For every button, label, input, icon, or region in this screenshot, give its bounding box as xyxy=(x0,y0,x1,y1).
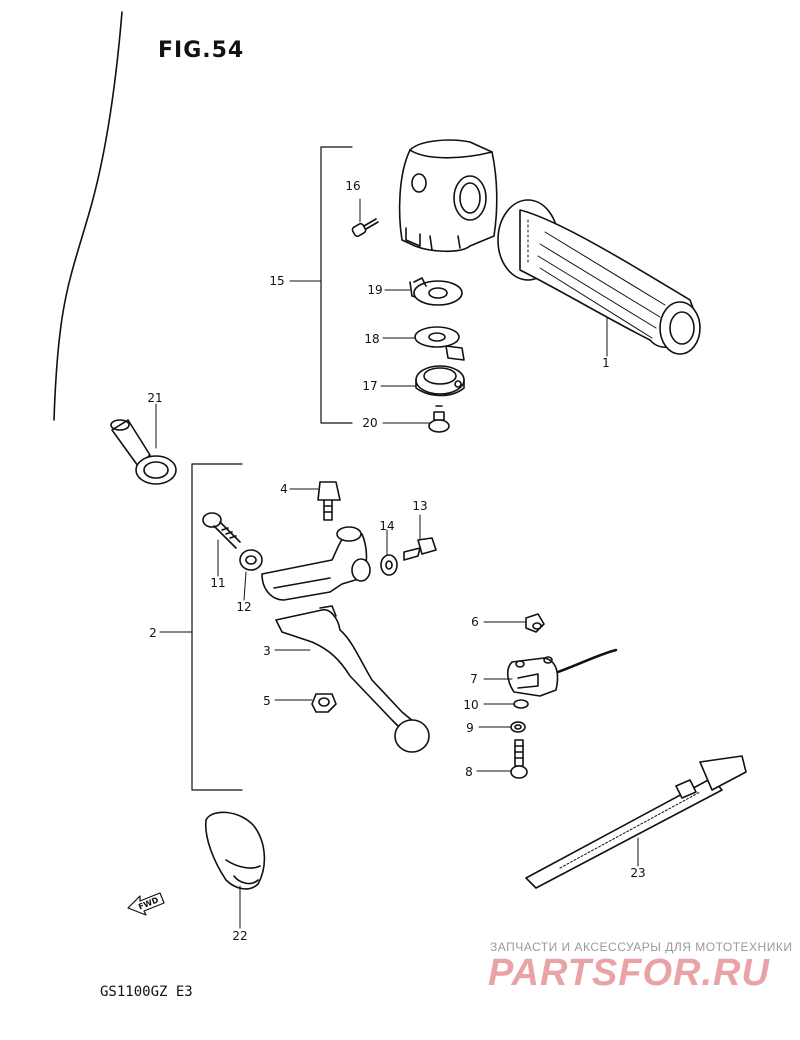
callout-19: 19 xyxy=(367,283,382,297)
part-21-boot xyxy=(110,419,177,485)
callout-2: 2 xyxy=(149,626,157,640)
part-4-bolt xyxy=(317,481,341,521)
callout-7: 7 xyxy=(470,672,478,686)
part-20-screw xyxy=(428,405,450,433)
callout-20: 20 xyxy=(362,416,377,430)
part-22-boot xyxy=(204,811,266,890)
callout-14: 14 xyxy=(379,519,394,533)
callout-9: 9 xyxy=(466,721,474,735)
part-8-screw xyxy=(510,739,528,779)
callout-15: 15 xyxy=(269,274,284,288)
callout-13: 13 xyxy=(412,499,427,513)
callout-labels: 1 2 3 4 5 6 7 8 9 10 11 12 13 14 15 16 1… xyxy=(147,179,645,943)
part-13-bolt xyxy=(403,537,437,561)
callout-3: 3 xyxy=(263,644,271,658)
part-12-locknut xyxy=(239,549,263,571)
part-17-pulley xyxy=(415,365,465,397)
part-1-grip xyxy=(497,199,701,355)
part-19-collar xyxy=(409,277,463,306)
callout-4: 4 xyxy=(280,482,288,496)
model-code: GS1100GZ E3 xyxy=(100,984,193,1000)
callout-17: 17 xyxy=(362,379,377,393)
part-18-washer xyxy=(414,326,465,361)
callout-12: 12 xyxy=(236,600,251,614)
bracket-15 xyxy=(320,146,353,424)
part-3-clutch-lever xyxy=(275,605,430,753)
bracket-2 xyxy=(191,463,243,791)
page-binding-line xyxy=(53,11,123,421)
part-throttle-housing xyxy=(398,139,498,253)
fwd-arrow xyxy=(127,892,165,916)
part-14-washer xyxy=(380,554,398,576)
part-6-clip xyxy=(525,613,545,633)
figure-title: FIG.54 xyxy=(158,38,245,63)
callout-8: 8 xyxy=(465,765,473,779)
callout-11: 11 xyxy=(210,576,225,590)
part-9-washer xyxy=(510,721,526,733)
callout-22: 22 xyxy=(232,929,247,943)
callout-23: 23 xyxy=(630,866,645,880)
leader-lines xyxy=(155,198,639,929)
part-16-screw xyxy=(351,218,379,238)
part-lever-bracket xyxy=(261,526,371,601)
callout-6: 6 xyxy=(471,615,479,629)
watermark-logo: PARTSFOR.RU xyxy=(488,952,770,994)
callout-21: 21 xyxy=(147,391,162,405)
callout-1: 1 xyxy=(602,356,610,370)
part-7-switch xyxy=(506,648,618,697)
part-5-nut xyxy=(311,693,337,713)
callout-5: 5 xyxy=(263,694,271,708)
callout-18: 18 xyxy=(364,332,379,346)
watermark-caption: ЗАПЧАСТИ И АКСЕССУАРЫ ДЛЯ МОТОТЕХНИКИ xyxy=(490,940,793,954)
part-23-cable-tie xyxy=(525,755,747,889)
callout-10: 10 xyxy=(463,698,478,712)
part-11-adjuster xyxy=(202,512,241,549)
part-10-washer xyxy=(513,699,529,709)
callout-16: 16 xyxy=(345,179,360,193)
